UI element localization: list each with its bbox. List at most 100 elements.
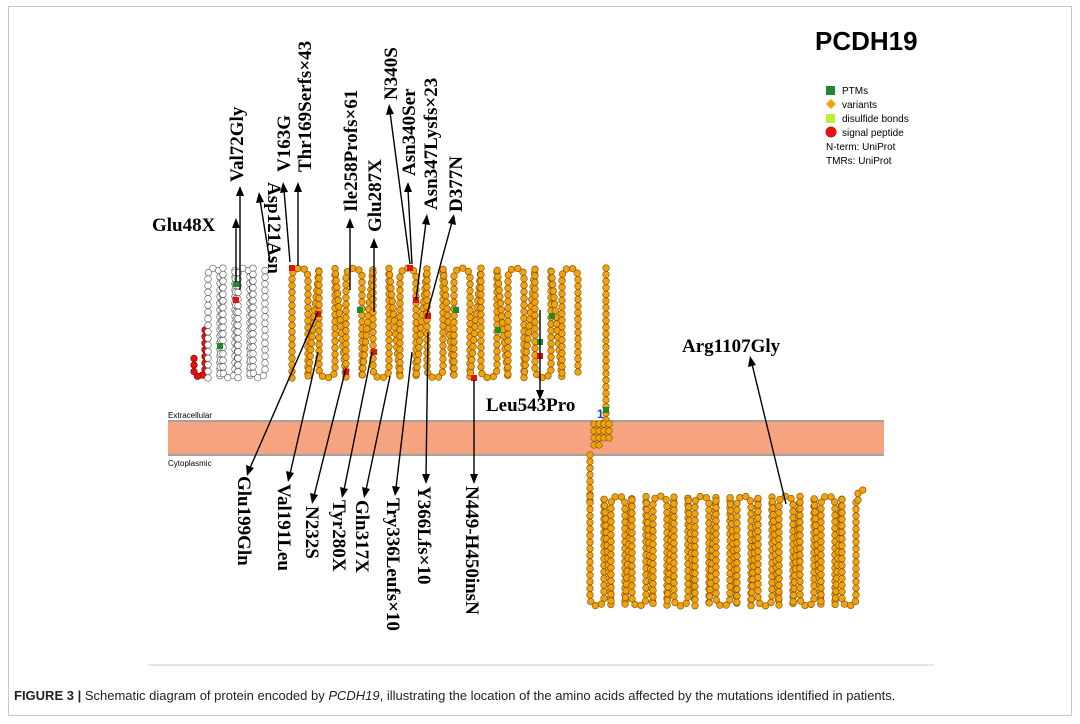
- residue-dot: [342, 300, 350, 309]
- residue-dot: [342, 327, 350, 335]
- residue-dot: [234, 348, 242, 356]
- arrowhead-val191leu: [286, 471, 294, 482]
- residue-dot: [362, 331, 370, 340]
- residue-dot: [796, 597, 805, 605]
- residue-dot: [696, 492, 704, 501]
- residue-dot: [219, 336, 227, 345]
- residue-dot: [574, 276, 582, 284]
- arrowhead-glu199gln: [246, 465, 254, 476]
- residue-dot: [705, 592, 714, 601]
- residue-dot: [261, 286, 269, 294]
- residue-dot: [831, 498, 839, 506]
- residue-dot: [649, 599, 657, 608]
- residue-dot: [204, 354, 212, 362]
- residue-dot: [358, 298, 366, 306]
- residue-chain: [190, 264, 867, 610]
- residue-dot: [531, 265, 539, 273]
- residue-dot: [838, 548, 846, 556]
- residue-dot: [466, 307, 474, 315]
- residue-dot: [602, 337, 610, 345]
- residue-dot: [775, 542, 783, 550]
- residue-dot: [470, 329, 479, 338]
- residue-dot: [601, 508, 609, 517]
- residue-dot: [388, 291, 396, 299]
- residue-dot: [586, 591, 594, 599]
- residue-dot: [249, 330, 257, 338]
- residue-dot: [712, 536, 720, 545]
- residue-dot: [504, 291, 512, 299]
- mut-y366lfs: Y366Lfs×10: [413, 486, 434, 584]
- residue-dot: [315, 321, 323, 329]
- residue-dot: [204, 282, 212, 290]
- residue-dot: [602, 383, 610, 391]
- residue-dot: [558, 336, 566, 344]
- residue-dot: [586, 538, 594, 546]
- residue-dot: [219, 330, 227, 338]
- caption-text-before: Schematic diagram of protein encoded by: [81, 688, 329, 703]
- residue-dot: [607, 511, 615, 519]
- residue-dot: [305, 365, 313, 373]
- residue-dot: [838, 561, 846, 570]
- residue-dot: [342, 281, 350, 289]
- residue-dot: [663, 502, 671, 510]
- residue-dot: [369, 361, 377, 369]
- residue-dot: [775, 502, 783, 510]
- residue-dot: [531, 331, 539, 339]
- figure-caption: FIGURE 3 | Schematic diagram of protein …: [14, 688, 1064, 703]
- residue-dot: [607, 524, 615, 532]
- residue-dot: [440, 278, 449, 287]
- residue-dot: [219, 297, 227, 305]
- residue-dot: [342, 360, 350, 368]
- residue-dot: [466, 274, 474, 282]
- residue-dot: [754, 554, 762, 562]
- mut-n340s: N340S: [381, 47, 402, 100]
- residue-dot: [396, 273, 404, 281]
- residue-dot: [586, 512, 594, 520]
- residue-dot: [716, 601, 724, 609]
- residue-dot: [670, 546, 678, 554]
- residue-dot: [558, 343, 566, 351]
- mut-glu199gln: Glu199Gln: [233, 476, 254, 566]
- residue-dot: [817, 564, 825, 572]
- residue-dot: [558, 290, 566, 298]
- residue-dot: [504, 344, 512, 352]
- residue-dot: [685, 503, 693, 511]
- residue-dot: [524, 335, 532, 343]
- residue-dot: [775, 568, 783, 576]
- residue-dot: [852, 584, 860, 592]
- residue-dot: [611, 493, 619, 501]
- residue-dot: [775, 522, 783, 530]
- residue-dot: [628, 588, 636, 596]
- residue-dot: [261, 339, 269, 347]
- residue-dot: [342, 340, 350, 348]
- residue-dot: [423, 270, 431, 278]
- residue-dot: [333, 283, 341, 291]
- arrowhead-gln317x: [362, 487, 370, 498]
- residue-dot: [586, 545, 594, 553]
- residue-dot: [522, 348, 531, 356]
- residue-dot: [423, 336, 431, 344]
- arrowhead-y366lfs: [422, 474, 430, 484]
- arrowhead-n449-h450insn: [470, 474, 478, 484]
- residue-dot: [204, 288, 212, 296]
- residue-dot: [600, 502, 609, 510]
- residue-dot: [468, 349, 477, 357]
- residue-dot: [493, 354, 501, 362]
- residue-marker: [549, 313, 555, 319]
- legend-nterm-note: N-term: UniProt: [826, 142, 896, 153]
- arrow-tyr280x: [343, 351, 373, 491]
- residue-dot: [775, 509, 783, 517]
- residue-dot: [261, 365, 269, 374]
- residue-dot: [852, 538, 860, 546]
- residue-dot: [464, 267, 472, 276]
- residue-dot: [706, 586, 714, 594]
- residue-dot: [520, 275, 528, 283]
- residue-dot: [520, 368, 529, 376]
- residue-dot: [754, 527, 762, 535]
- residue-dot: [733, 585, 741, 593]
- residue-dot: [531, 285, 539, 293]
- residue-dot: [358, 278, 366, 286]
- residue-dot: [832, 587, 840, 596]
- residue-dot: [342, 307, 350, 315]
- residue-dot: [434, 373, 443, 381]
